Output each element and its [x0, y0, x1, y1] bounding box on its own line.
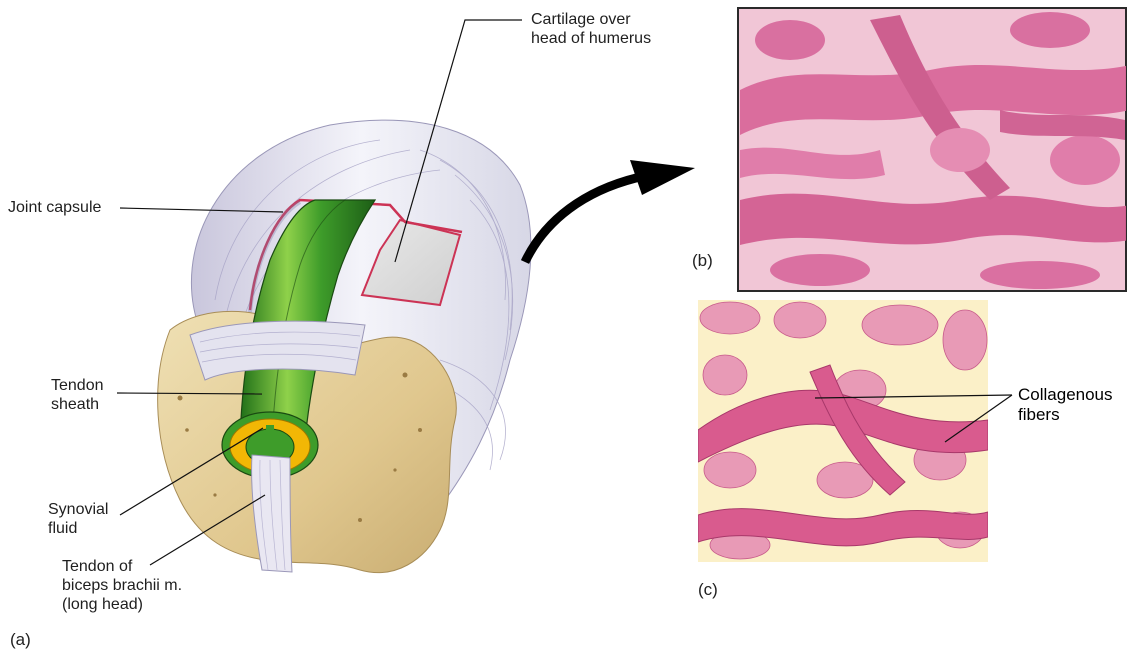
label-cartilage-line-1: Cartilage over	[531, 10, 651, 29]
label-synovial-fluid-line-2: fluid	[48, 519, 108, 538]
curved-arrow	[525, 160, 695, 262]
panel-letter-c: (c)	[698, 580, 718, 600]
label-collagenous-fibers-line-1: Collagenous	[1018, 385, 1113, 405]
label-synovial-fluid-line-1: Synovial	[48, 500, 108, 519]
label-tendon-sheath-line-2: sheath	[51, 395, 104, 414]
label-tendon-sheath: Tendon sheath	[51, 376, 104, 414]
label-tendon-biceps: Tendon of biceps brachii m. (long head)	[62, 557, 182, 614]
drawing-c	[698, 300, 988, 562]
shoulder-joint-illustration	[158, 120, 531, 572]
label-tendon-biceps-line-3: (long head)	[62, 595, 182, 614]
label-tendon-sheath-line-1: Tendon	[51, 376, 104, 395]
panel-letter-b: (b)	[692, 251, 713, 271]
label-collagenous-fibers-line-2: fibers	[1018, 405, 1113, 425]
label-cartilage: Cartilage over head of humerus	[531, 10, 651, 48]
micrograph-b	[738, 8, 1130, 291]
label-collagenous-fibers: Collagenous fibers	[1018, 385, 1113, 425]
label-joint-capsule-line-1: Joint capsule	[8, 198, 101, 217]
panel-letter-a: (a)	[10, 630, 31, 650]
label-cartilage-line-2: head of humerus	[531, 29, 651, 48]
label-tendon-biceps-line-1: Tendon of	[62, 557, 182, 576]
label-synovial-fluid: Synovial fluid	[48, 500, 108, 538]
label-joint-capsule: Joint capsule	[8, 198, 101, 217]
label-tendon-biceps-line-2: biceps brachii m.	[62, 576, 182, 595]
